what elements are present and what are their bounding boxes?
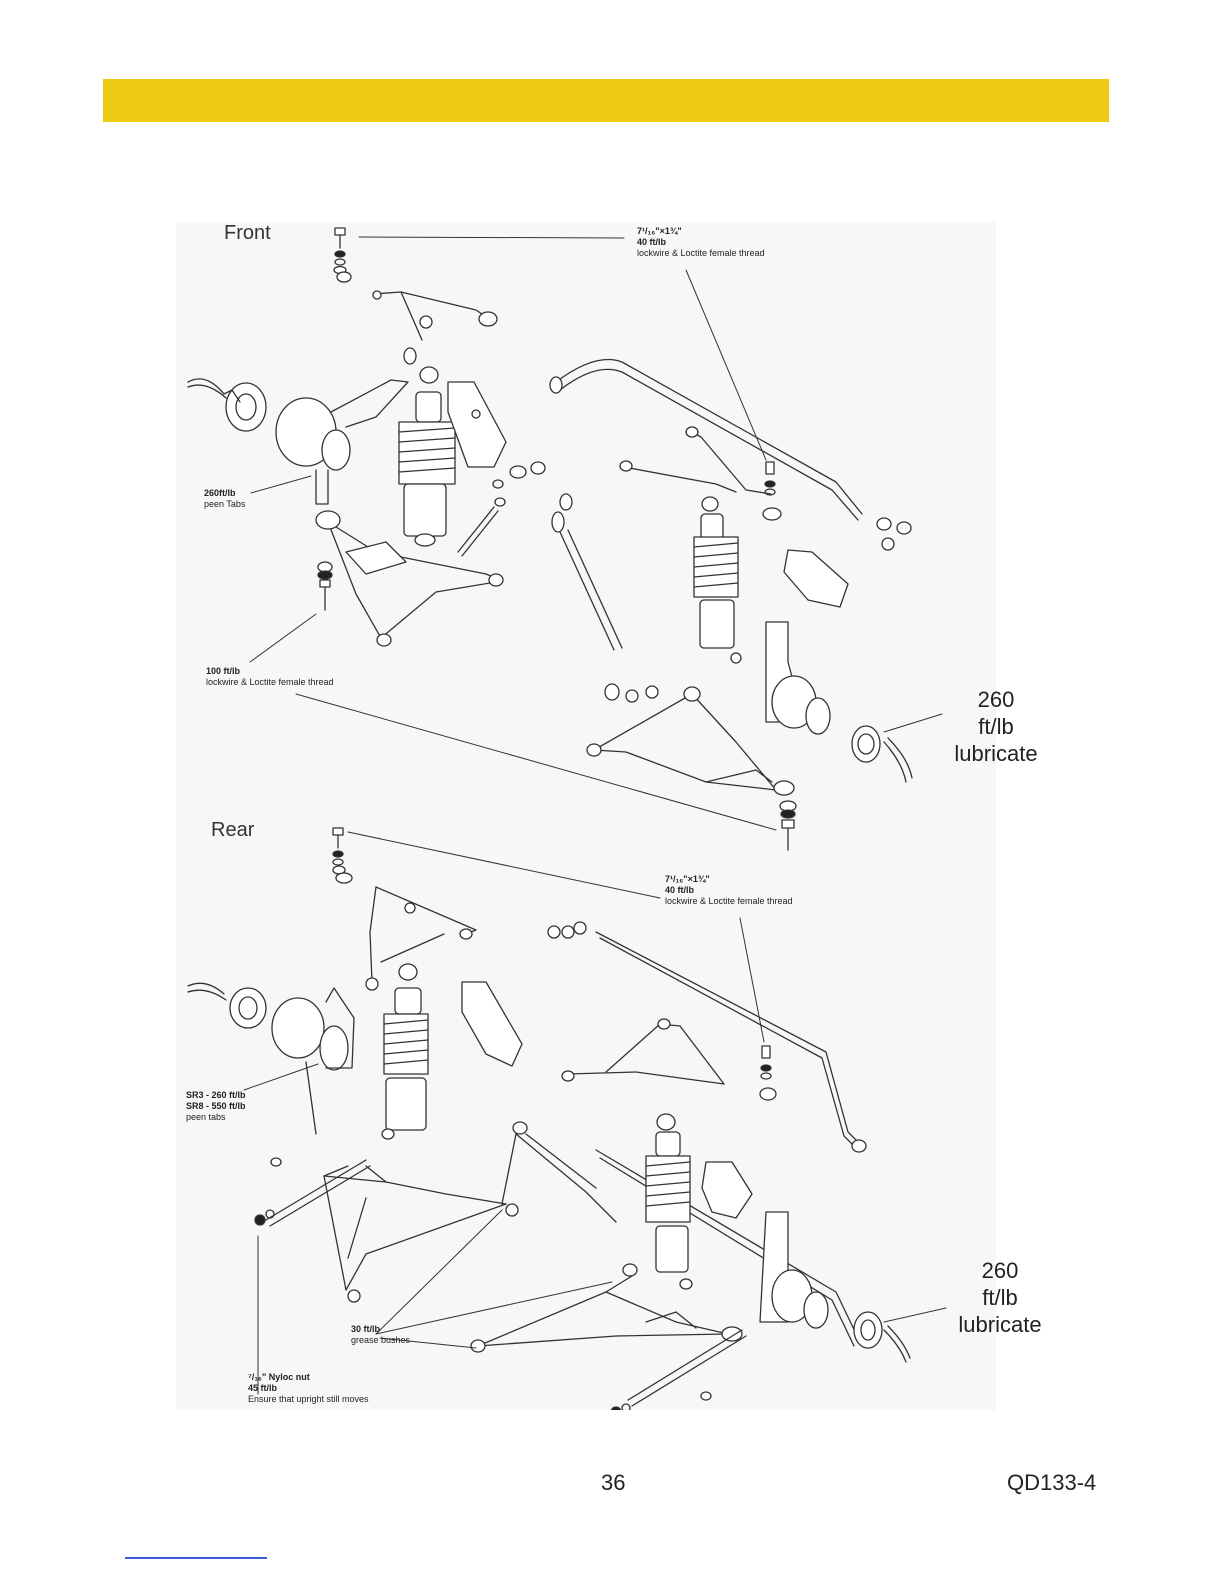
rear-hub-note: peen tabs (186, 1112, 226, 1122)
rear-hub-sr3: SR3 - 260 ft/lb (186, 1090, 246, 1100)
page-number: 36 (601, 1470, 626, 1495)
rear-hub-sr8: SR8 - 550 ft/lb (186, 1101, 246, 1111)
front-tie-rod (551, 493, 659, 703)
rear-upright (187, 982, 355, 1135)
rear-top-bolt-torque: 40 ft/lb (665, 885, 695, 895)
rear-lower-frame (323, 1121, 617, 1303)
front-right-lower-wishbone (586, 686, 795, 796)
footer-link-underline[interactable] (125, 1557, 267, 1559)
rear-assembly (187, 827, 947, 1410)
rear-nyloc-torque: 45 ft/lb (248, 1383, 278, 1393)
front-lower-bolt (317, 561, 333, 611)
rear-upper-wishbone (365, 886, 477, 991)
front-upright (187, 378, 409, 505)
rear-section-label: Rear (211, 819, 255, 841)
front-right-upright (765, 621, 913, 783)
rear-nyloc-note: Ensure that upright still moves (248, 1394, 369, 1404)
rear-leader-lines (243, 831, 947, 1395)
front-top-bolt-callout: 7¹/₁₆"×1¾" 40 ft/lb lockwire & Loctite f… (637, 226, 765, 259)
front-nut-torque-unit: ft/lb (978, 714, 1014, 739)
front-hub-callout: 260ft/lb peen Tabs (204, 488, 245, 510)
front-upper-wishbone (372, 290, 498, 365)
rear-nut-torque-unit: ft/lb (982, 1285, 1018, 1310)
document-code: QD133-4 (1007, 1470, 1097, 1495)
front-anti-roll-bar (549, 358, 912, 551)
front-bracket (447, 381, 507, 468)
front-top-bolt-torque: 40 ft/lb (637, 237, 667, 247)
rear-bracket (461, 981, 523, 1067)
front-assembly (187, 227, 943, 851)
rear-right-lower-wishbone (470, 1263, 743, 1353)
rear-top-bolt-size: 7¹/₁₆"×1¾" (665, 874, 710, 884)
rear-nut-torque-callout: 260 ft/lb lubricate (956, 1257, 1044, 1338)
front-lower-callout: 100 ft/lb lockwire & Loctite female thre… (206, 666, 334, 688)
front-top-bolt-size: 7¹/₁₆"×1¾" (637, 226, 682, 236)
rear-top-bolt (332, 827, 353, 884)
rear-bushes-callout: 30 ft/lb grease bushes (351, 1324, 410, 1346)
rear-right-upper-wishbone (561, 1018, 777, 1101)
front-nut-torque-note: lubricate (954, 741, 1038, 766)
rear-hub-callout: SR3 - 260 ft/lb SR8 - 550 ft/lb peen tab… (186, 1090, 246, 1123)
rear-nut-torque-note: lubricate (958, 1312, 1042, 1337)
rear-right-coilover (645, 1113, 693, 1290)
front-top-bolt (333, 227, 352, 283)
rear-bushes-note: grease bushes (351, 1335, 411, 1345)
rear-top-bolt-note: lockwire & Loctite female thread (665, 896, 793, 906)
front-right-upper-wishbone (619, 426, 782, 521)
front-right-lower-bolt (779, 800, 797, 851)
front-section-label: Front (224, 222, 271, 244)
rear-anti-roll-bar (547, 921, 867, 1347)
rear-nyloc-size: ⁷/₁₆" Nyloc nut (248, 1372, 310, 1382)
front-lower-wishbone (315, 510, 504, 647)
front-nut-torque-value: 260 (977, 687, 1015, 712)
rear-long-bolt (254, 1157, 371, 1227)
front-hub-torque: 260ft/lb (204, 488, 236, 498)
rear-nyloc-callout: ⁷/₁₆" Nyloc nut 45 ft/lb Ensure that upr… (248, 1372, 369, 1405)
rear-nut-torque-value: 260 (981, 1258, 1019, 1283)
rear-lower-long-bolt (610, 1329, 747, 1410)
front-hub-note: peen Tabs (204, 499, 246, 509)
rear-coilover (381, 963, 429, 1140)
rear-right-bracket (701, 1161, 753, 1219)
rear-right-upright (759, 1211, 911, 1363)
front-leader-lines (249, 236, 943, 831)
suspension-exploded-diagram: Front 7¹/₁₆"×1¾" 40 ft/lb lockwire & Loc… (176, 222, 1042, 1410)
front-right-coilover (693, 496, 742, 664)
front-right-bracket (783, 549, 849, 608)
front-coilover (398, 366, 456, 547)
front-small-parts (457, 461, 546, 557)
front-top-bolt-note: lockwire & Loctite female thread (637, 248, 765, 258)
front-lower-torque: 100 ft/lb (206, 666, 241, 676)
front-nut-torque-callout: 260 ft/lb lubricate (952, 686, 1040, 767)
diagram-drawing (187, 227, 947, 1410)
rear-top-bolt-callout: 7¹/₁₆"×1¾" 40 ft/lb lockwire & Loctite f… (665, 874, 793, 907)
front-lower-note: lockwire & Loctite female thread (206, 677, 334, 687)
rear-bushes-torque: 30 ft/lb (351, 1324, 381, 1334)
header-bar (103, 79, 1109, 122)
